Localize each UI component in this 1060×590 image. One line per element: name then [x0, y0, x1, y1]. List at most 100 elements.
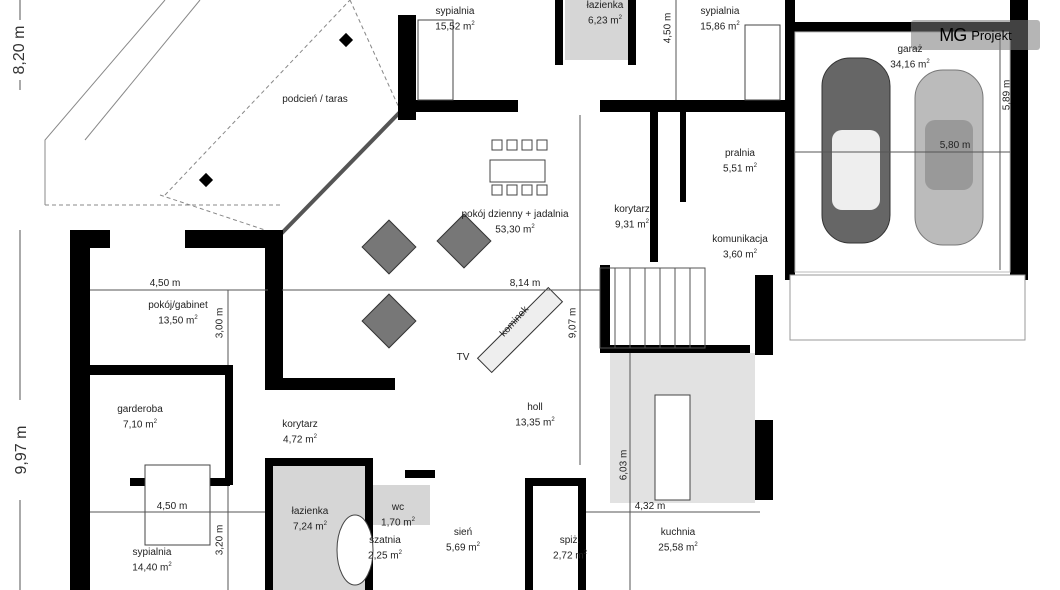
unit-exponent: 2 — [531, 224, 535, 230]
room-name: sypialnia — [435, 6, 475, 17]
bed — [744, 24, 781, 101]
tv-label: TV — [456, 352, 470, 363]
room-label-garaz: garaż 34,16 m2 — [890, 44, 929, 71]
dining-table — [489, 139, 548, 196]
unit-exponent: 2 — [736, 21, 740, 27]
room-area: 4,72 m — [283, 434, 314, 446]
unit-exponent: 2 — [753, 163, 757, 169]
unit-exponent: 2 — [471, 21, 475, 27]
wc-floor — [373, 485, 430, 525]
room-name: garderoba — [117, 404, 163, 415]
room-area: 7,10 m — [123, 419, 154, 431]
room-area: 15,52 m — [435, 21, 472, 33]
bed — [144, 464, 211, 546]
room-area: 1,70 m — [381, 517, 412, 529]
room-label-spiz: spiż. 2,72 m2 — [553, 535, 587, 562]
car-icon — [821, 57, 891, 244]
room-name: korytarz — [282, 419, 318, 430]
terrace-label: podcień / taras — [282, 94, 348, 105]
driveway — [789, 274, 1026, 341]
unit-exponent: 2 — [323, 521, 327, 527]
room-area: 15,86 m — [700, 21, 737, 33]
room-name: holl — [527, 402, 543, 413]
room-area: 9,31 m — [615, 219, 646, 231]
column-icon — [338, 32, 354, 48]
room-label-garderoba: garderoba 7,10 m2 — [117, 404, 163, 431]
room-area: 34,16 m — [890, 59, 927, 71]
room-name: pokój dzienny + jadalnia — [461, 209, 569, 220]
dimension-label: 6,03 m — [618, 449, 630, 481]
room-name: łazienka — [586, 0, 624, 11]
room-area: 13,50 m — [158, 315, 195, 327]
bathroom-floor — [565, 0, 628, 60]
room-name: sypialnia — [132, 547, 172, 558]
room-name: pralnia — [724, 148, 756, 159]
unit-exponent: 2 — [194, 315, 198, 321]
dimension-label: 4,50 m — [662, 12, 674, 44]
room-area: 14,40 m — [132, 562, 169, 574]
dimension-label: 8,14 m — [509, 278, 541, 289]
room-name: sypialnia — [700, 6, 740, 17]
fireplace — [476, 286, 564, 374]
room-label-szatnia: szatnia 2,25 m2 — [368, 535, 402, 562]
unit-exponent: 2 — [476, 542, 480, 548]
dimension-label: 5,89 m — [1001, 79, 1013, 111]
room-label-sypialnia-2: sypialnia 15,86 m2 — [700, 6, 739, 33]
unit-exponent: 2 — [153, 419, 157, 425]
room-name: garaż — [897, 44, 923, 55]
room-name: sień — [453, 527, 473, 538]
unit-exponent: 2 — [398, 550, 402, 556]
dimension-overall-bottom: 9,97 m — [13, 425, 30, 475]
unit-exponent: 2 — [753, 249, 757, 255]
room-name: szatnia — [369, 535, 401, 546]
room-area: 53,30 m — [495, 224, 532, 236]
dimension-lines — [19, 0, 1010, 590]
walls — [70, 0, 1028, 590]
mg-projekt-logo: MG Projekt — [911, 20, 1040, 50]
room-area: 7,24 m — [293, 521, 324, 533]
bathtub — [336, 514, 374, 586]
room-area: 2,72 m — [553, 550, 584, 562]
dimension-label: 4,50 m — [156, 501, 188, 512]
room-name: korytarz — [614, 204, 650, 215]
dimension-overall-top: 8,20 m — [11, 25, 28, 75]
terrace-outline — [44, 0, 401, 236]
room-label-wc: wc 1,70 m2 — [381, 502, 415, 529]
room-label-sypialnia-1: sypialnia 15,52 m2 — [435, 6, 474, 33]
room-name: wc — [391, 502, 405, 513]
unit-exponent: 2 — [583, 550, 587, 556]
unit-exponent: 2 — [694, 542, 698, 548]
room-area: 25,58 m — [658, 542, 695, 554]
room-name: komunikacja — [712, 234, 768, 245]
armchairs — [361, 213, 492, 349]
room-label-pokoj-dzienny: pokój dzienny + jadalnia 53,30 m2 — [461, 209, 568, 236]
room-area: 5,51 m — [723, 163, 754, 175]
room-area: 13,35 m — [515, 417, 552, 429]
room-label-komunikacja: komunikacja 3,60 m2 — [712, 234, 768, 261]
room-name: kuchnia — [660, 527, 696, 538]
room-area: 2,25 m — [368, 550, 399, 562]
unit-exponent: 2 — [618, 15, 622, 21]
stairs — [599, 267, 706, 349]
column-icon — [198, 172, 214, 188]
room-label-pralnia: pralnia 5,51 m2 — [723, 148, 757, 175]
dimension-label: 4,50 m — [149, 278, 181, 289]
room-name: pokój/gabinet — [148, 300, 208, 311]
room-name: spiż. — [559, 535, 581, 546]
unit-exponent: 2 — [926, 59, 930, 65]
bed — [417, 19, 454, 101]
room-label-gabinet: pokój/gabinet 13,50 m2 — [148, 300, 208, 327]
kitchen-island — [654, 394, 691, 501]
logo-name: Projekt — [971, 27, 1012, 43]
unit-exponent: 2 — [411, 517, 415, 523]
car-icon — [914, 69, 984, 246]
glazed-wall — [278, 110, 402, 237]
room-area: 3,60 m — [723, 249, 754, 261]
